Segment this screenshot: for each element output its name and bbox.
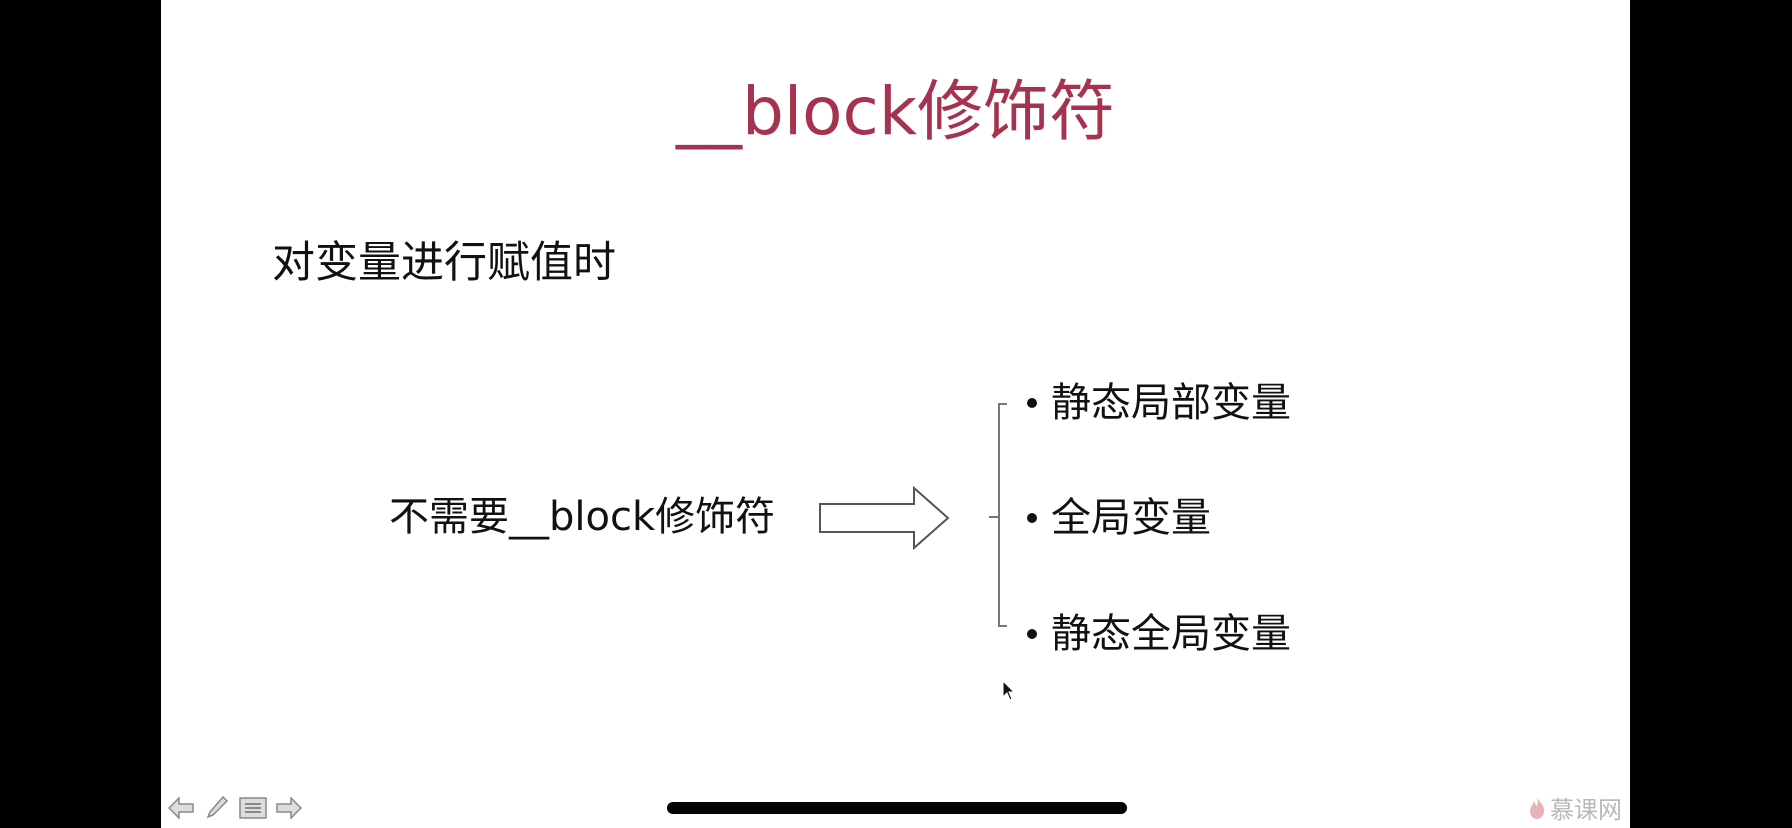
back-arrow-icon [168, 797, 194, 819]
logo-text: 慕课网 [1550, 796, 1622, 824]
bullet-text: 全局变量 [1051, 495, 1211, 541]
slide-subtitle: 对变量进行赋值时 [272, 238, 616, 288]
home-indicator[interactable] [667, 802, 1127, 814]
imooc-logo: 慕课网 [1528, 790, 1622, 825]
back-button[interactable] [166, 793, 196, 823]
slide: __block修饰符 对变量进行赋值时 不需要__block修饰符 静态局部变量… [161, 0, 1630, 828]
slide-title: __block修饰符 [675, 73, 1116, 150]
mouse-cursor-icon [1002, 680, 1016, 701]
left-label: 不需要__block修饰符 [389, 494, 776, 540]
bullet-dot [1027, 513, 1037, 523]
bullet-text: 静态局部变量 [1051, 380, 1291, 426]
bullet-item-1: 静态局部变量 [1027, 376, 1291, 430]
bullet-item-2: 全局变量 [1027, 491, 1211, 545]
forward-button[interactable] [274, 793, 304, 823]
flame-icon [1530, 796, 1545, 819]
bullet-dot [1027, 398, 1037, 408]
pen-icon [206, 795, 229, 819]
menu-icon [239, 797, 267, 819]
forward-arrow-icon [276, 797, 302, 819]
bullet-dot [1027, 629, 1037, 639]
slide-controls [166, 793, 304, 823]
bracket-shape [989, 403, 1007, 627]
right-arrow-shape [819, 486, 950, 550]
bullet-item-3: 静态全局变量 [1027, 607, 1291, 661]
bullet-text: 静态全局变量 [1051, 611, 1291, 657]
pen-button[interactable] [202, 793, 232, 823]
menu-button[interactable] [238, 793, 268, 823]
